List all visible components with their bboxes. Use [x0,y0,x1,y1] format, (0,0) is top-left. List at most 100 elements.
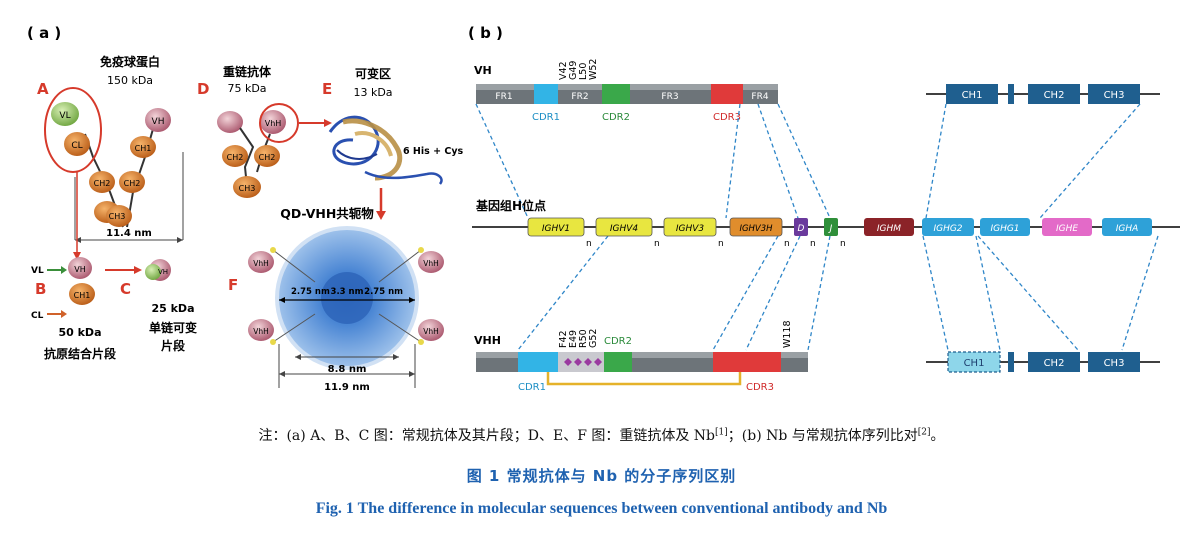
igg-ch1-right [130,136,156,158]
svg-text:F42: F42 [558,330,569,348]
svg-text:E49: E49 [568,330,579,348]
svg-text:FR4: FR4 [751,92,768,102]
letter-f: F [228,276,238,294]
fab-kda: 50 kDa [58,326,101,339]
svg-text:CH1: CH1 [135,144,152,153]
letter-b: B [35,280,46,298]
vhh-cdr2: CDR2 [604,336,632,347]
letter-a: A [37,80,49,98]
qd-dim-119: 11.9 nm [324,382,370,393]
svg-text:n: n [784,239,790,249]
qd-dim-left: 2.75 nm [291,287,330,297]
svg-text:G49: G49 [568,61,579,80]
vhh-residues: F42 E49 R50 G52 W118 [558,320,793,348]
svg-text:CH3: CH3 [1104,358,1125,369]
igg-kda: 150 kDa [107,74,153,87]
vhh-cdr3: CDR3 [746,382,774,393]
svg-text:n: n [586,239,592,249]
alignment-dashes [475,103,1159,351]
svg-text:FR2: FR2 [571,92,588,102]
vh-cdr3: CDR3 [713,112,741,123]
svg-text:IGHV4: IGHV4 [610,224,639,234]
svg-text:VH: VH [158,268,168,276]
svg-text:W118: W118 [782,320,793,348]
scfv-vl [145,264,161,280]
svg-text:J: J [828,224,833,234]
his-tag-label: 6 His + Cys [403,146,464,157]
svg-text:FR3: FR3 [661,92,678,102]
svg-text:CH2: CH2 [259,153,276,162]
hcab-title: 重链抗体 [223,64,272,79]
svg-text:IGHV3H: IGHV3H [739,224,773,234]
svg-text:VH: VH [152,117,165,127]
svg-text:IGHV3: IGHV3 [676,224,705,234]
letter-d: D [197,80,209,98]
vhh-cdr1: CDR1 [518,382,546,393]
svg-text:CH3: CH3 [1104,90,1125,101]
panel-a-figure: ( a ) 免疫球蛋白 150 kDa A VL CL VH CH1 CH2 C… [27,24,464,393]
hcab-structure: VhH CH2 CH2 CH3 [217,103,299,198]
fab-name: 抗原结合片段 [44,346,117,361]
svg-text:D: D [798,224,805,234]
svg-text:R50: R50 [578,329,589,348]
vh-residues: V42 G49 L50 W52 [558,59,599,80]
svg-text:VH: VH [74,265,86,274]
panel-a: ( a ) 免疫球蛋白 150 kDa A VL CL VH CH1 CH2 C… [25,22,465,400]
vr-title: 可变区 [355,66,391,81]
conventional-heavy-chain: CH1 CH2 CH3 [926,84,1160,104]
svg-text:n: n [840,239,846,249]
igg-ch2-left [89,171,115,193]
svg-text:IGHE: IGHE [1056,224,1078,234]
svg-text:CH1: CH1 [74,291,91,300]
qd-dim-88: 8.8 nm [328,364,367,375]
figure-title-en: Fig. 1 The difference in molecular seque… [315,500,888,517]
qd-dim-core: 3.3 nm [331,287,364,297]
panel-b: ( b ) VH V42 G49 L50 W52 FR1 FR2 FR3 FR4… [468,22,1183,400]
svg-text:CL: CL [31,311,44,321]
figure-title-cn: 图 1 常规抗体与 Nb 的分子序列区别 [466,467,737,485]
svg-text:CL: CL [71,141,82,151]
svg-text:W52: W52 [588,59,599,80]
scfv-name-2: 片段 [161,338,186,353]
igg-ch3-right [106,205,132,227]
scfv-name-1: 单链可变 [149,320,197,335]
vhh-highlight-circle [259,103,299,143]
igg-vl [51,102,79,126]
letter-c: C [120,280,131,298]
svg-text:IGHG1: IGHG1 [990,224,1019,234]
svg-text:L50: L50 [578,63,589,80]
svg-text:VhH: VhH [265,119,282,128]
igg-vh [145,108,171,132]
svg-text:IGHV1: IGHV1 [542,224,570,234]
germline-locus: IGHV1 IGHV4 IGHV3 IGHV3H D J IGHM IGHG2 … [472,217,1180,249]
fab-vh [68,257,92,279]
svg-text:VL: VL [59,111,70,121]
letter-e: E [322,80,332,98]
svg-text:CH2: CH2 [124,179,141,188]
igg-title: 免疫球蛋白 [100,54,160,69]
svg-text:CH2: CH2 [227,153,244,162]
locus-label: 基因组H位点 [475,198,546,213]
svg-text:V42: V42 [558,61,569,80]
svg-text:n: n [718,239,724,249]
svg-text:IGHM: IGHM [877,224,901,234]
svg-text:VhH: VhH [423,327,439,336]
qd-vhh-conjugate: VhH VhH VhH VhH 2.75 nm 3.3 nm 2.75 nm 8… [248,226,444,393]
svg-text:VL: VL [31,266,44,276]
igg-structure: VL CL VH CH1 CH2 CH2 CH3 11.4 nm [44,87,184,243]
vh-label: VH [474,64,492,77]
qd-title: QD-VHH共轭物 [280,206,374,221]
svg-text:CH2: CH2 [1044,358,1065,369]
vhh-protein-ribbon [328,115,443,185]
panel-b-figure: ( b ) VH V42 G49 L50 W52 FR1 FR2 FR3 FR4… [468,24,1180,393]
vhh-heavy-chain: CH1 CH2 CH3 [926,351,1160,373]
figure-note: 注：(a) A、B、C 图：常规抗体及其片段；D、E、F 图：重链抗体及 Nb[… [258,427,945,444]
vh-cdr2: CDR2 [602,112,630,123]
scfv-kda: 25 kDa [151,302,194,315]
svg-text:CH1: CH1 [962,90,983,101]
svg-text:VhH: VhH [253,327,269,336]
svg-text:IGHA: IGHA [1116,224,1139,234]
svg-text:CH1: CH1 [964,358,985,369]
svg-text:FR1: FR1 [495,92,512,102]
vr-kda: 13 kDa [353,86,392,99]
